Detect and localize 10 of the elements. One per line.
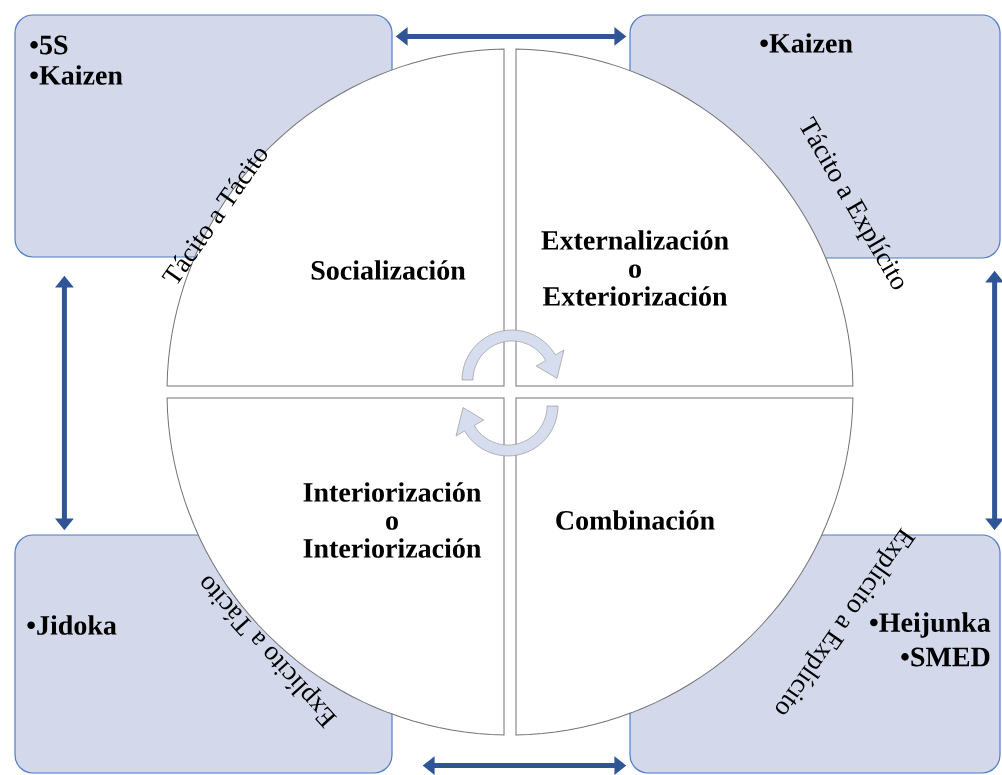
list-item: •5S — [30, 35, 68, 55]
list-item: •Jidoka — [27, 615, 117, 635]
list-item: •Heijunka — [870, 612, 991, 638]
list-item: •SMED — [901, 647, 990, 667]
quadrant-title: Interiorización o Interiorización — [303, 482, 482, 558]
quadrant-title: Combinación — [556, 510, 715, 530]
list-item: •Kaizen — [760, 33, 853, 53]
list-item: •Kaizen — [30, 65, 123, 85]
quadrant-title: Externalización o Exteriorización — [541, 230, 729, 306]
quadrant-title: Socialización — [311, 260, 466, 280]
